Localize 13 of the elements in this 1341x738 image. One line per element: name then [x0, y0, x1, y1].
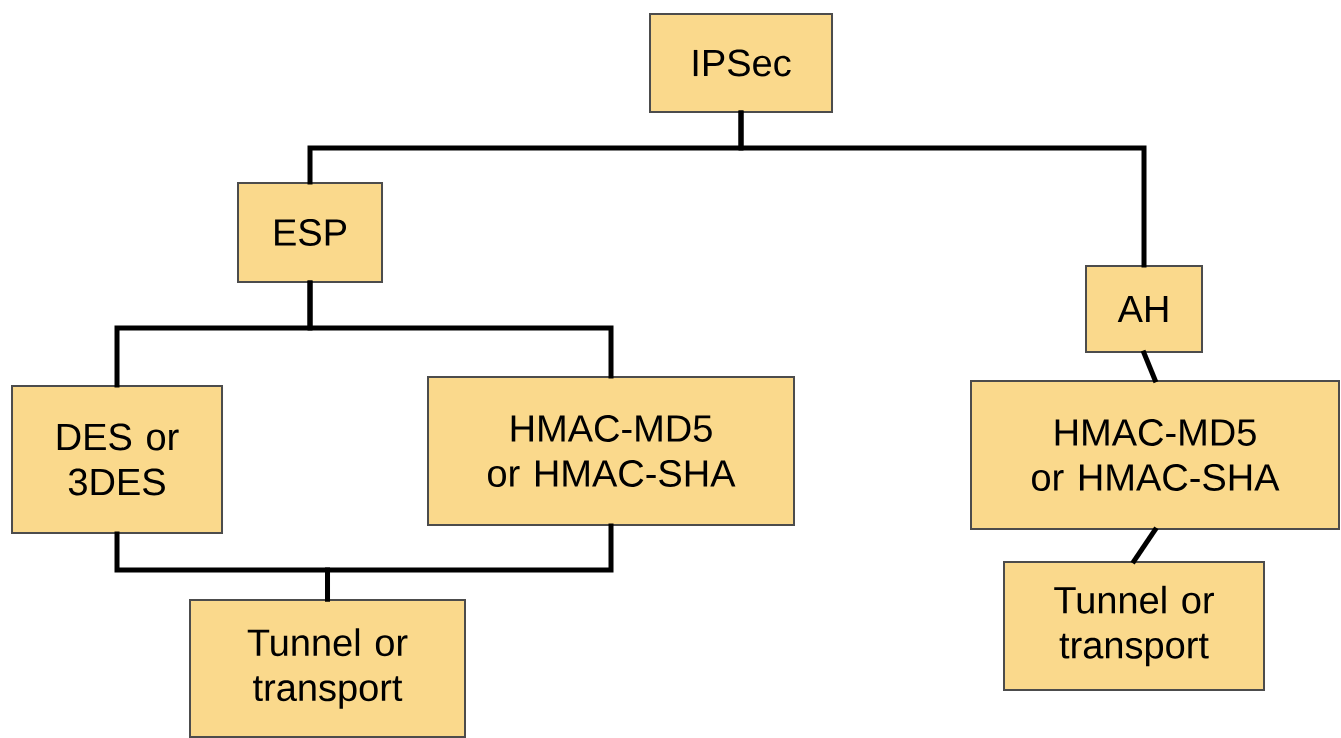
process-box: HMAC-MD5 or HMAC-SHA	[427, 376, 795, 526]
process-box: DES or 3DES	[11, 385, 223, 534]
connector-line	[738, 110, 1147, 268]
process-box: Tunnel or transport	[1003, 561, 1265, 691]
connector-line	[1141, 350, 1158, 383]
connector-line	[325, 523, 614, 602]
process-box: HMAC-MD5 or HMAC-SHA	[970, 380, 1340, 530]
process-box: IPSec	[649, 13, 833, 113]
process-box: ESP	[237, 182, 383, 283]
process-box: Tunnel or transport	[189, 599, 466, 738]
connector-line	[307, 280, 614, 379]
process-box: AH	[1085, 265, 1203, 353]
connector-line	[1131, 527, 1158, 564]
